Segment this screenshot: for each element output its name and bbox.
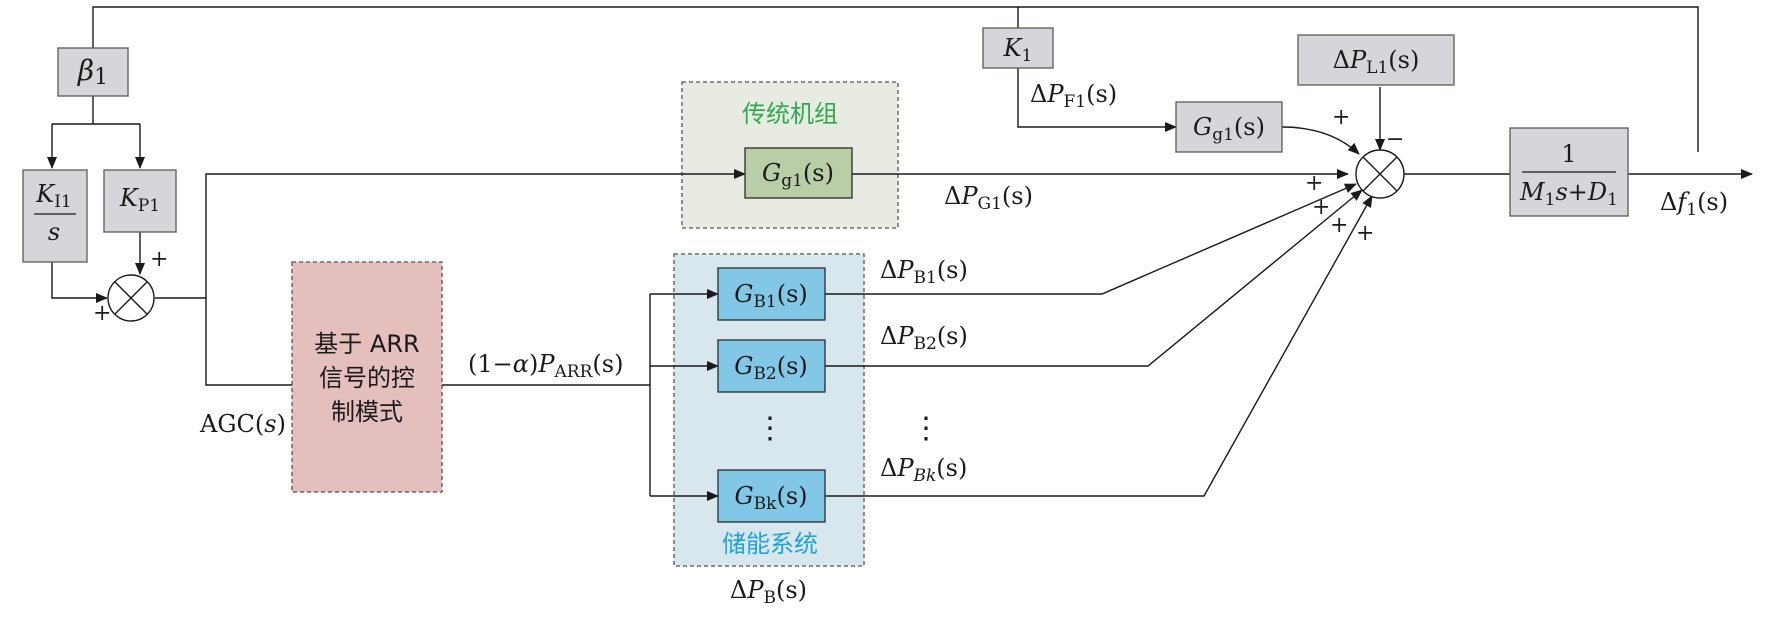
- dpb2-label: ΔPB2(s): [880, 322, 968, 354]
- plus-sign-kp1: +: [150, 247, 168, 272]
- sum-junction-pi: [107, 274, 155, 322]
- conventional-units-title: 传统机组: [742, 100, 838, 128]
- gg1-conventional-block: [744, 147, 853, 199]
- agc-label: AGC(s): [199, 410, 286, 438]
- dpb-label: ΔPB(s): [730, 576, 807, 608]
- agc-down-wire: [205, 298, 292, 386]
- dpl1-block: [1297, 34, 1455, 86]
- storage-ellipsis: ⋮: [755, 411, 785, 446]
- arr-block-line3: 制模式: [331, 398, 403, 426]
- gg1-upper-to-sum-wire: [1281, 126, 1360, 155]
- agc-up-wire: [205, 169, 746, 298]
- gg1-conventional-label: Gg1(s): [762, 159, 834, 191]
- plus-sign-dpg1: +: [1305, 171, 1323, 196]
- dpbk-wire: [825, 195, 1373, 497]
- dpg1-label: ΔPG1(s): [944, 182, 1033, 214]
- plant-numerator: 1: [1561, 140, 1576, 168]
- dpb2-wire: [825, 189, 1363, 367]
- kp1-label: KP1: [119, 184, 160, 216]
- gg1-upper-label: Gg1(s): [1193, 113, 1265, 145]
- plant-denominator: M1s+D1: [1519, 178, 1618, 210]
- sum-junction-main: [1355, 149, 1405, 199]
- arr-block-line1: 基于 ARR: [314, 330, 419, 358]
- plus-sign-dpb2: +: [1330, 213, 1348, 238]
- kp1-block: [103, 169, 177, 233]
- dpb1-wire: [825, 183, 1357, 295]
- gbk-label: GBk(s): [734, 482, 807, 514]
- plus-sign-gg1-upper: +: [1332, 105, 1350, 130]
- arr-block-line2: 信号的控: [319, 364, 415, 392]
- beta1-label: β1: [77, 54, 108, 90]
- k1-block: [982, 27, 1054, 69]
- gb1-block: [717, 267, 826, 321]
- gbk-block: [717, 469, 826, 523]
- plus-sign-dpb1: +: [1312, 195, 1330, 220]
- ki1-denominator: s: [48, 218, 60, 246]
- dpf1-label: ΔPF1(s): [1030, 80, 1117, 112]
- arr-control-mode-block: [291, 261, 443, 493]
- dpl1-label: ΔPL1(s): [1333, 46, 1420, 78]
- k1-label: K1: [1003, 34, 1033, 66]
- ki1-numerator: KI1: [35, 180, 71, 212]
- beta1-block: [57, 47, 129, 97]
- dpbk-label: ΔPBk(s): [880, 454, 967, 486]
- signal-ellipsis: ⋮: [911, 411, 941, 446]
- energy-storage-title: 储能系统: [722, 530, 818, 558]
- gb2-label: GB2(s): [734, 352, 808, 384]
- plus-sign-dpbk: +: [1356, 221, 1374, 246]
- dpb1-label: ΔPB1(s): [880, 256, 968, 288]
- gb1-label: GB1(s): [734, 280, 808, 312]
- minus-sign-dpl1: −: [1386, 127, 1404, 152]
- feedback-wire: [92, 6, 1699, 152]
- df1-label: Δf1(s): [1660, 188, 1728, 220]
- parr-label: (1−α)PARR(s): [468, 350, 623, 382]
- gg1-upper-block: [1175, 101, 1283, 153]
- plus-sign-ki1: +: [93, 301, 111, 326]
- dpf1-wire: [1017, 68, 1177, 132]
- gb2-block: [717, 339, 826, 393]
- ki1-block: [22, 169, 88, 263]
